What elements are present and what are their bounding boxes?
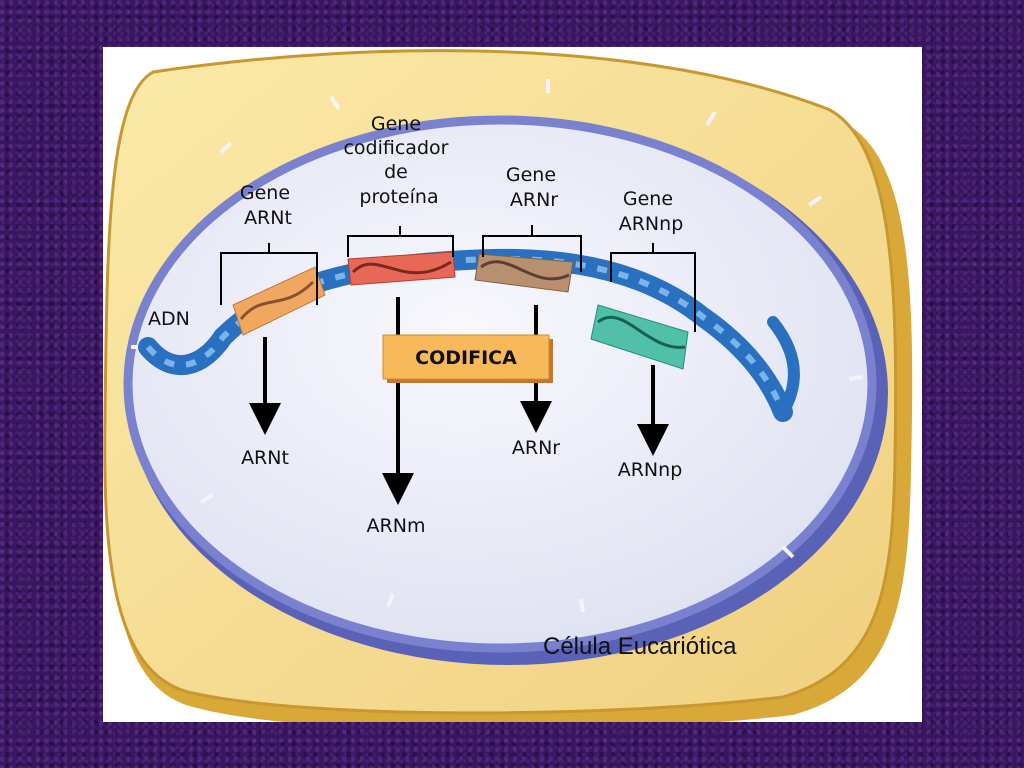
slide-panel: CODIFICA Gene ARNt Gene codificador de p… — [103, 47, 922, 722]
gene-brackets — [220, 225, 696, 332]
gene-segment-rrna — [474, 253, 574, 293]
product-label-snrna: ARNnp — [618, 459, 683, 481]
bracket-snrna — [610, 243, 696, 332]
bracket-mrna — [347, 226, 454, 257]
product-label-mrna: ARNm — [367, 515, 426, 537]
product-label-trna: ARNt — [241, 447, 289, 469]
nuclear-pores — [131, 79, 864, 613]
gene-title-rrna: Gene ARNr — [506, 164, 562, 211]
bracket-trna — [220, 243, 318, 305]
gene-segment-trna — [232, 266, 326, 336]
gene-segment-snrna-fill — [590, 304, 689, 370]
dna-label: ADN — [148, 308, 190, 330]
product-label-rrna: ARNr — [512, 437, 560, 459]
gene-segment-mrna-fill — [347, 251, 456, 286]
codifica-label: CODIFICA — [415, 347, 517, 369]
gene-title-trna: Gene ARNt — [240, 182, 296, 229]
gene-title-snrna: Gene ARNnp — [619, 188, 684, 235]
gene-segment-snrna — [590, 304, 689, 370]
codifica-box: CODIFICA — [382, 334, 553, 383]
gene-segment-rrna-fill — [474, 253, 574, 293]
cell-label: Célula Eucariótica — [543, 633, 737, 660]
gene-title-mrna: Gene codificador de proteína — [343, 113, 454, 208]
bracket-rrna — [482, 225, 582, 272]
eukaryotic-cell-diagram: CODIFICA Gene ARNt Gene codificador de p… — [103, 49, 913, 722]
gene-segment-mrna — [347, 251, 456, 286]
